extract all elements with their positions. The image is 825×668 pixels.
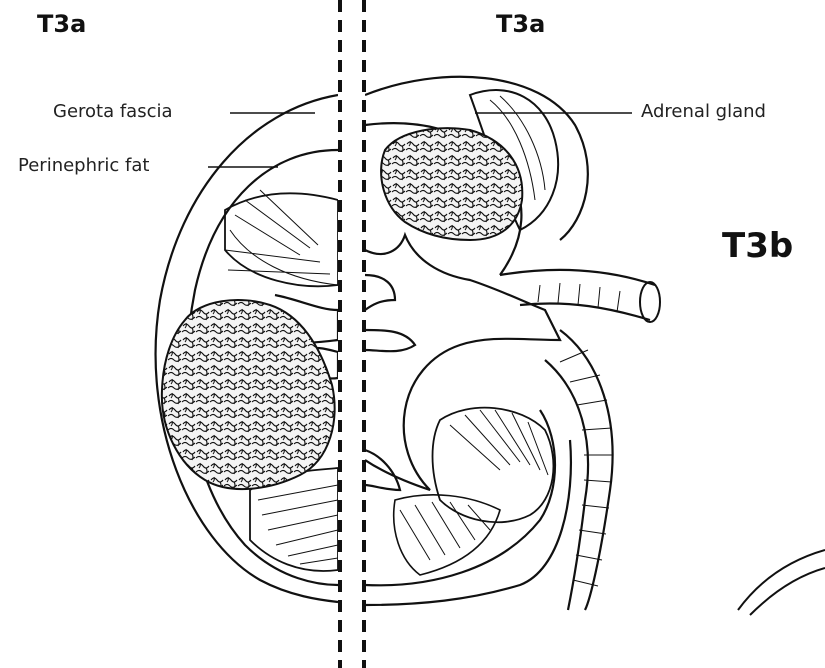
callout-gerota-fascia: Gerota fascia (53, 101, 173, 122)
stage-label-left: T3a (37, 10, 86, 38)
renal-pyramid-lower (258, 485, 338, 564)
renal-vein-opening (640, 282, 660, 322)
calyx-right-upper (365, 275, 395, 310)
renal-pyramid-right-lower (433, 408, 554, 523)
stage-label-far-right: T3b (722, 226, 793, 266)
left-half-kidney (156, 95, 338, 602)
stage-label-right: T3a (496, 10, 545, 38)
gerota-fascia-right-lower (365, 440, 571, 605)
renal-vein (500, 270, 655, 320)
callout-adrenal-gland: Adrenal gland (641, 101, 766, 122)
calyx-right-middle (365, 330, 415, 351)
t3b-partial-drawing (738, 550, 825, 615)
dashed-divider (340, 0, 364, 668)
callout-perinephric-fat: Perinephric fat (18, 155, 149, 176)
renal-pyramid-upper (225, 190, 338, 285)
tumor-right-upper-pole (381, 128, 522, 240)
right-half-kidney (365, 77, 660, 610)
tumor-left-perinephric (162, 300, 335, 489)
